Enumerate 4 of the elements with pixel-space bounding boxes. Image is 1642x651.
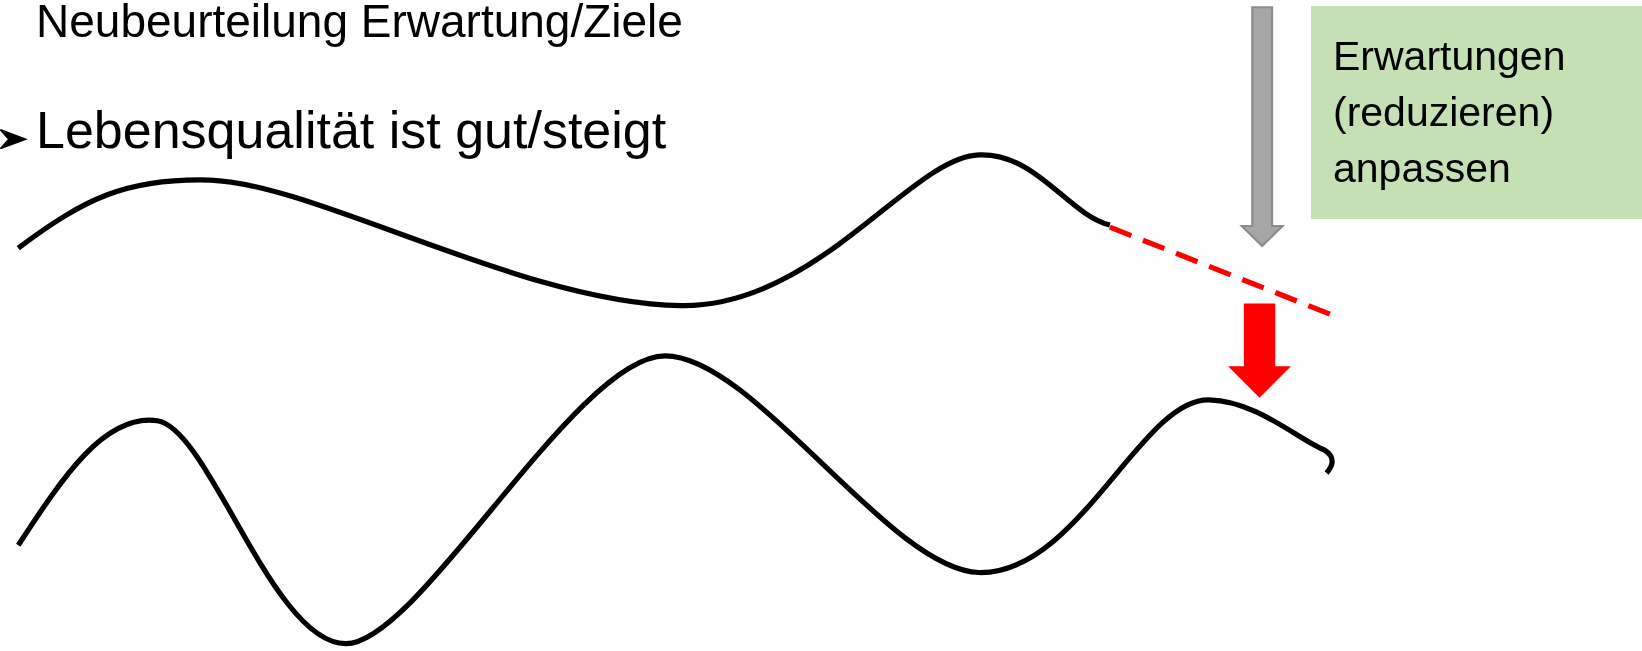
box-text: Erwartungen (reduzieren) anpassen (1333, 32, 1567, 193)
bullet-text: Neubeurteilung Erwartung/Ziele (36, 0, 683, 48)
note-box (1311, 6, 1642, 219)
bullet-text: Lebensqualität ist gut/steigt (36, 100, 667, 160)
